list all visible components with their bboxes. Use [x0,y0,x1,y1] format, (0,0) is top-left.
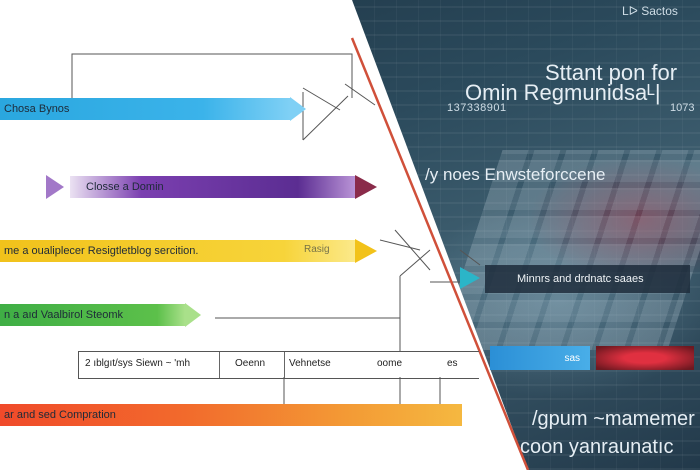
bar-blue: Chosa Bynos [0,98,290,120]
bar-blue-label: Chosa Bynos [4,103,70,115]
bar-yellow-tag: Rasig [304,244,330,255]
arrowhead-yellow-icon [355,239,377,263]
table-cell-1: 2 ıblgıt/sys Siewn ~ 'mh [85,358,191,369]
callout-text: Minnrs and drdnatc saaes [517,273,644,285]
numbers-left: 137338901 [447,102,507,114]
bottom-line-2: coon yanraunatıc [520,436,674,458]
title-line-2: Omin Regmunidsaᴸ| [465,80,661,105]
title-line-1: Sttant pon for [545,60,678,85]
arrow-tail-purple-icon [46,175,64,199]
bar-green-label: n a aıd Vaalbirol Steomk [4,309,124,321]
callout-arrow-icon [460,267,480,289]
table-cell-3: Vehnetse [289,358,331,369]
subtitle: /y noes Enwsteforccene [425,165,606,184]
table-row: 2 ıblgıt/sys Siewn ~ 'mh Oeenn Vehnetse … [78,351,479,379]
red-button[interactable] [596,346,694,370]
table-cell-5: es [447,358,458,369]
bottom-line-1: /gpum ~mamemer [532,408,695,430]
table-cell-2: Oeenn [235,358,266,369]
arrowhead-blue-icon [290,97,306,121]
blue-button[interactable]: sas [490,346,590,370]
numbers-right: 1073 [670,102,695,114]
bar-gradient: ar and sed Compration [0,404,462,426]
table-cell-4: oome [377,358,403,369]
table-separator [284,352,285,378]
bar-purple-label: Closse a Domin [86,181,164,193]
callout-box: Minnrs and drdnatc saaes [485,265,690,293]
bar-yellow-label: me a oualiplecer Resigtletblog sercition… [4,245,199,257]
diagonal-divider [350,37,530,470]
bar-yellow: me a oualiplecer Resigtletblog sercition… [0,240,355,262]
blue-button-label: sas [564,352,580,364]
corner-label: Lᐅ Sactos [622,4,678,18]
arrowhead-purple-icon [355,175,377,199]
bar-green: n a aıd Vaalbirol Steomk [0,304,185,326]
table-separator [219,352,220,378]
bar-gradient-label: ar and sed Compration [4,409,116,421]
arrowhead-green-icon [185,303,201,327]
bar-purple: Closse a Domin [70,176,355,198]
